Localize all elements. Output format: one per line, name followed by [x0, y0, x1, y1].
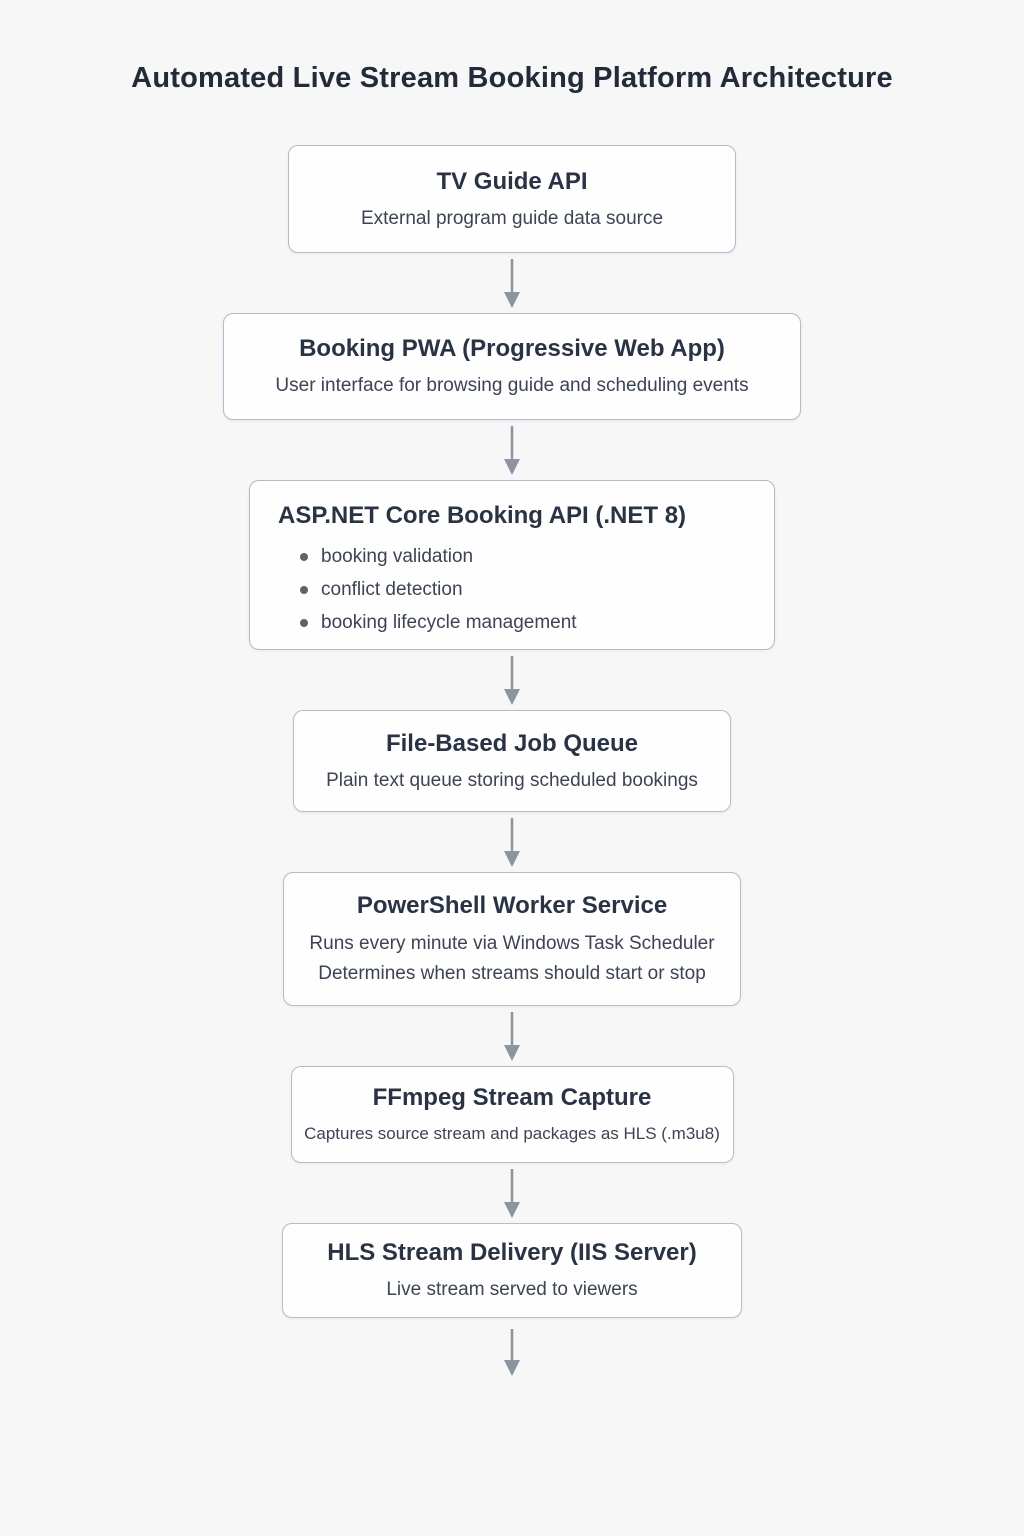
node-title: FFmpeg Stream Capture — [372, 1084, 652, 1111]
node-subtitle: Captures source stream and packages as H… — [304, 1124, 720, 1143]
node-hls-stream-delivery: HLS Stream Delivery (IIS Server) Live st… — [282, 1223, 742, 1318]
node-file-based-job-queue: File-Based Job Queue Plain text queue st… — [293, 710, 731, 812]
node-title: HLS Stream Delivery (IIS Server) — [327, 1239, 697, 1266]
node-title: File-Based Job Queue — [385, 729, 639, 757]
flow-arrow-icon — [501, 420, 523, 480]
flow-arrow-icon — [501, 1163, 523, 1223]
node-title: ASP.NET Core Booking API (.NET 8) — [278, 502, 687, 529]
feature-bullet-list: booking validation conflict detection bo… — [278, 540, 746, 639]
node-subtitle-line: Runs every minute via Windows Task Sched… — [309, 933, 715, 954]
node-subtitle: External program guide data source — [360, 207, 664, 229]
node-powershell-worker-service: PowerShell Worker Service Runs every min… — [283, 872, 741, 1006]
node-subtitle: Live stream served to viewers — [386, 1279, 638, 1300]
bullet-item: booking lifecycle management — [300, 606, 746, 639]
flow-arrow-icon — [501, 650, 523, 710]
flow-arrow-icon — [501, 812, 523, 872]
bullet-item: conflict detection — [300, 573, 746, 606]
flow-arrow-icon — [501, 253, 523, 313]
node-tv-guide-api: TV Guide API External program guide data… — [288, 145, 736, 253]
node-subtitle: User interface for browsing guide and sc… — [275, 375, 749, 396]
node-subtitle: Plain text queue storing scheduled booki… — [326, 769, 698, 791]
node-booking-pwa: Booking PWA (Progressive Web App) User i… — [223, 313, 801, 420]
node-title: TV Guide API — [436, 167, 588, 195]
node-title: PowerShell Worker Service — [356, 892, 668, 919]
architecture-diagram: Automated Live Stream Booking Platform A… — [131, 62, 893, 1376]
flow-arrow-icon — [501, 1318, 523, 1376]
flow-arrow-icon — [501, 1006, 523, 1066]
node-title: Booking PWA (Progressive Web App) — [299, 335, 725, 362]
page-title: Automated Live Stream Booking Platform A… — [131, 62, 893, 94]
bullet-item: booking validation — [300, 540, 746, 573]
node-aspnet-core-booking-api: ASP.NET Core Booking API (.NET 8) bookin… — [249, 480, 775, 650]
node-subtitle-line: Determines when streams should start or … — [318, 963, 706, 984]
node-ffmpeg-stream-capture: FFmpeg Stream Capture Captures source st… — [290, 1066, 734, 1163]
